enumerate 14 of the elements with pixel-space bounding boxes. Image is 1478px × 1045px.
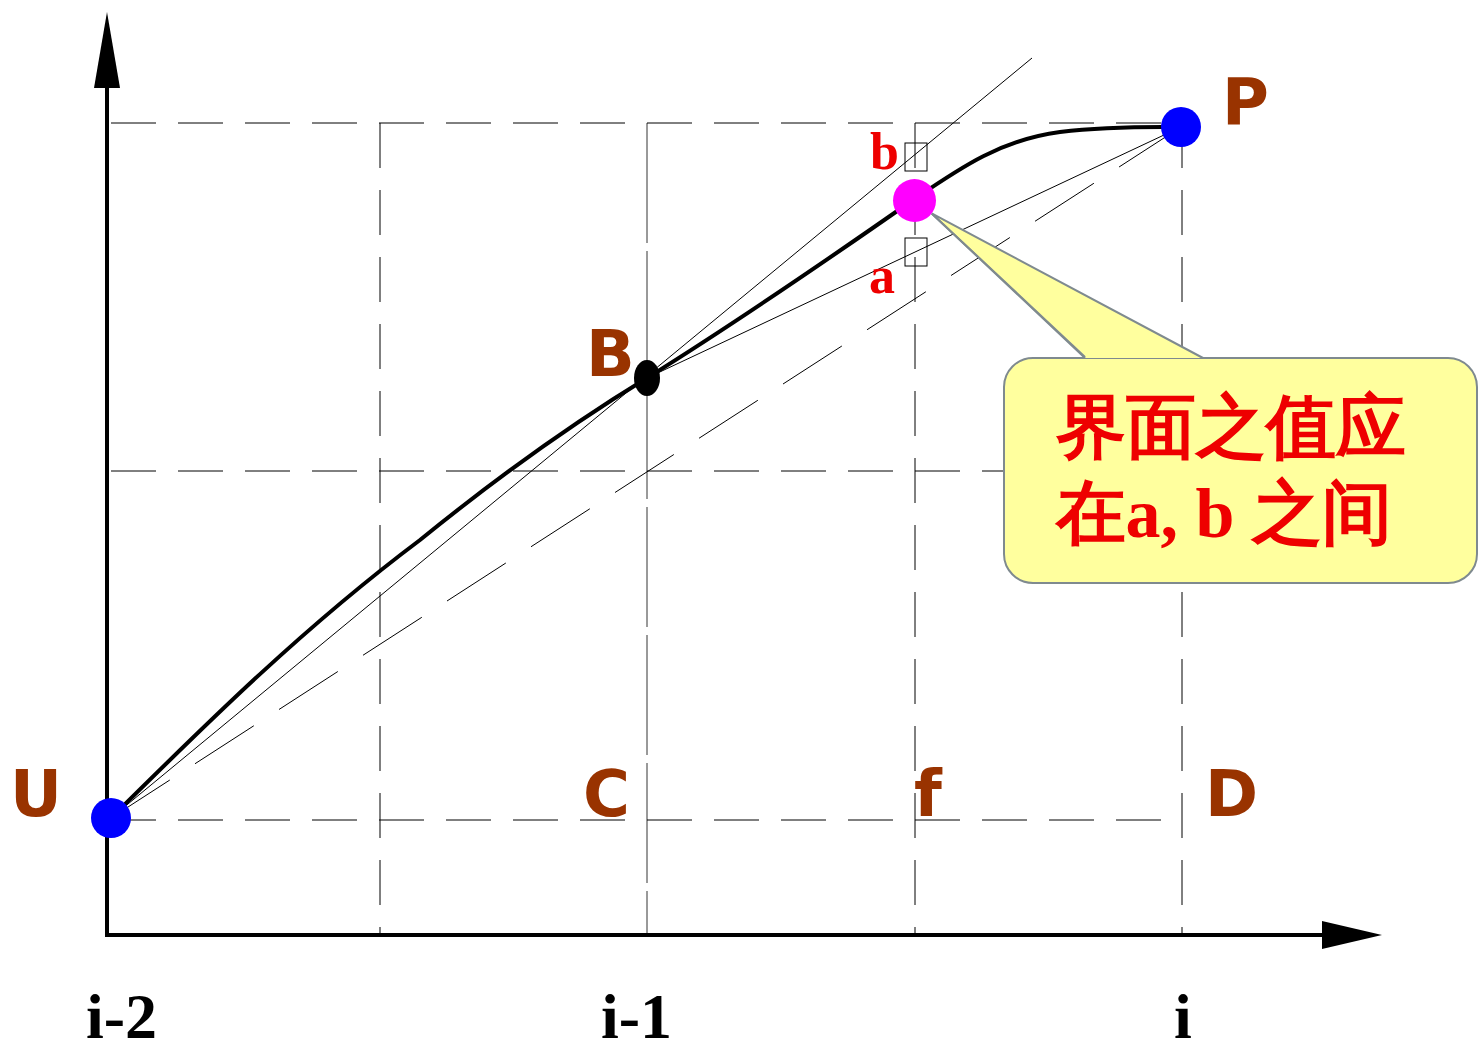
point-label: D (1205, 762, 1259, 826)
leader-line (930, 212, 1086, 358)
axis-label: i-2 (86, 985, 158, 1045)
point-label: a (869, 250, 895, 302)
point-label: U (10, 762, 62, 826)
axis-label: i-1 (601, 985, 673, 1045)
point-label: b (870, 126, 899, 178)
point-label: P (1222, 70, 1269, 134)
axis-label: i (1174, 985, 1192, 1045)
point-label: f (914, 762, 942, 826)
highlight-point (893, 179, 936, 222)
callout-text: 界面之值应在a, b 之间 (1055, 388, 1407, 554)
point-label: B (586, 322, 635, 386)
point-label: C (583, 762, 630, 826)
